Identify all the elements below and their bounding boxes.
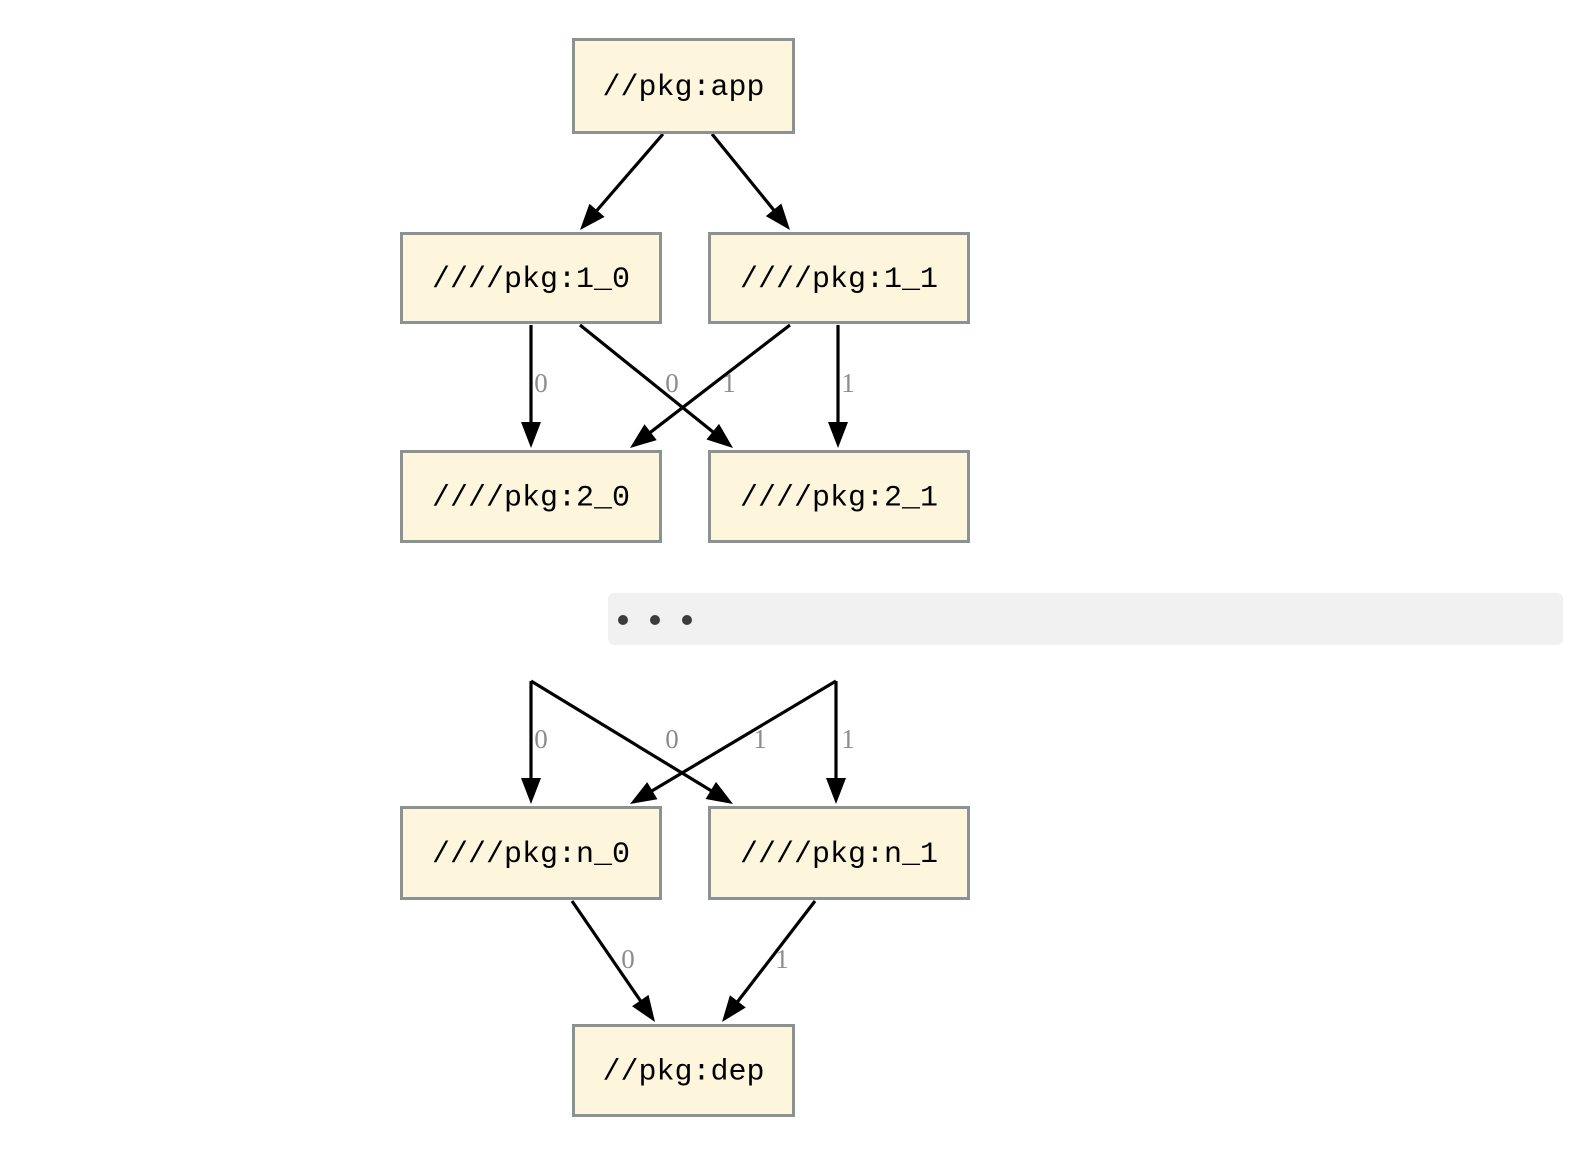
edge-e-1_0-2_1: [578, 323, 733, 448]
edge-label: 0: [534, 368, 548, 398]
edge-line: [710, 132, 779, 216]
edge-labels-layer: 0 0 1 1 0 0 1 1 0 1: [534, 368, 855, 974]
edge-arrowhead: [630, 424, 657, 448]
node-box[interactable]: [572, 1024, 795, 1117]
edge-e-1_1-2_1: [828, 325, 848, 448]
edges-layer: [521, 132, 848, 1022]
edge-label: 0: [665, 368, 679, 398]
node-label: ////pkg:1_0: [432, 263, 630, 297]
edge-label: 0: [665, 724, 679, 754]
edge-arrowhead: [632, 994, 655, 1022]
edge-e-1_1-2_0: [630, 323, 791, 448]
node-label: ////pkg:2_0: [432, 481, 630, 515]
edge-arrowhead: [826, 778, 846, 804]
edge-arrowhead: [765, 203, 790, 230]
node-label: //pkg:app: [602, 71, 764, 105]
edge-e-x-n_0: [521, 681, 541, 804]
node-box[interactable]: [400, 806, 662, 900]
node-dep[interactable]: //pkg:dep: [572, 1024, 795, 1117]
ellipsis-group: [608, 593, 1563, 645]
edge-arrowhead: [828, 422, 848, 448]
node-label: ////pkg:2_1: [740, 481, 938, 515]
edge-e-y-n_1: [826, 681, 846, 804]
node-label: ////pkg:n_0: [432, 838, 630, 872]
node-box[interactable]: [708, 232, 970, 324]
nodes-layer: //pkg:app ////pkg:1_0 ////pkg:1_1 ////pkg:2…: [400, 38, 970, 1117]
edge-arrowhead: [706, 423, 733, 448]
edge-line: [578, 323, 719, 437]
edge-arrowhead: [521, 422, 541, 448]
edge-e-n_1-dep: [722, 900, 817, 1022]
node-n1_1[interactable]: ////pkg:1_1: [708, 232, 970, 324]
edge-label: 0: [621, 944, 635, 974]
edge-arrowhead: [521, 778, 541, 804]
ellipsis-dot-0: [618, 615, 628, 625]
ellipsis-band: [608, 593, 1563, 645]
edge-label: 1: [775, 944, 789, 974]
node-box[interactable]: [400, 232, 662, 324]
edge-arrowhead: [705, 781, 733, 804]
edge-line: [732, 900, 817, 1008]
node-n1_0[interactable]: ////pkg:1_0: [400, 232, 662, 324]
edge-e-y-n_0: [630, 679, 837, 804]
node-label: ////pkg:1_1: [740, 263, 938, 297]
node-app[interactable]: //pkg:app: [572, 38, 795, 134]
node-box[interactable]: [572, 38, 795, 134]
edge-e-app-1_1: [710, 132, 790, 230]
node-label: ////pkg:n_1: [740, 838, 938, 872]
ellipsis-dot-2: [682, 615, 692, 625]
node-nn_1[interactable]: ////pkg:n_1: [708, 806, 970, 900]
node-n2_0[interactable]: ////pkg:2_0: [400, 450, 662, 543]
node-n2_1[interactable]: ////pkg:2_1: [708, 450, 970, 543]
edge-e-x-n_1: [530, 679, 733, 804]
node-nn_0[interactable]: ////pkg:n_0: [400, 806, 662, 900]
edge-label: 1: [841, 368, 855, 398]
edge-arrowhead: [580, 203, 605, 230]
edge-arrowhead: [722, 995, 746, 1022]
edge-e-n_0-dep: [570, 900, 655, 1022]
edge-line: [646, 679, 837, 796]
node-label: //pkg:dep: [602, 1055, 764, 1089]
node-box[interactable]: [708, 806, 970, 900]
edge-line: [570, 900, 646, 1007]
edge-label: 1: [841, 724, 855, 754]
edge-line: [591, 132, 665, 216]
edge-line: [644, 323, 791, 438]
edge-arrowhead: [630, 782, 658, 804]
node-box[interactable]: [400, 450, 662, 543]
edge-line: [530, 679, 717, 795]
node-box[interactable]: [708, 450, 970, 543]
edge-label: 1: [722, 368, 736, 398]
edge-e-1_0-2_0: [521, 325, 541, 448]
edge-e-app-1_0: [580, 132, 665, 230]
edge-label: 0: [534, 724, 548, 754]
ellipsis-dot-1: [650, 615, 660, 625]
edge-label: 1: [753, 724, 767, 754]
